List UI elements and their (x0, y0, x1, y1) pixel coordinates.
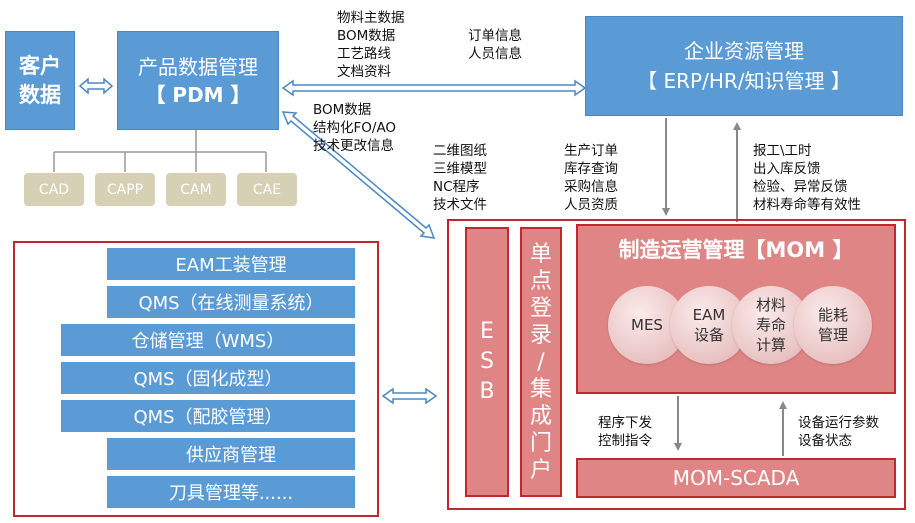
portal-char: 门 (529, 430, 552, 456)
portal-char: 录 (529, 322, 552, 348)
systems-list-frame (13, 241, 379, 517)
module-label: 材料 (755, 296, 786, 314)
system-item-tools: 刀具管理等...... (107, 476, 355, 508)
portal-char: 成 (529, 403, 552, 429)
module-label: 寿命 (755, 316, 786, 334)
sso-portal-bar: 单 点 登 录 / 集 成 门 户 (520, 227, 562, 497)
mom-box: 制造运营管理【MOM 】 MES EAM 设备 材料 寿命 计算 能耗 管理 (576, 224, 896, 394)
portal-char: 单 (529, 241, 552, 267)
pdm-box: 产品数据管理 【 PDM 】 (117, 31, 279, 130)
erp-subtitle: 【 ERP/HR/知识管理 】 (637, 69, 851, 93)
tool-capp: CAPP (95, 173, 155, 206)
customer-data-box: 客户 数据 (5, 31, 75, 130)
portal-char: 点 (529, 268, 552, 294)
portal-char: / (537, 349, 545, 375)
label-pdm-to-erp: 物料主数据 BOM数据 工艺路线 文档资料 (337, 10, 405, 80)
portal-char: 登 (529, 295, 552, 321)
label-erp-to-pdm: 订单信息 人员信息 (468, 28, 522, 62)
system-item-qms-measure: QMS（在线测量系统） (107, 286, 355, 318)
module-label: 计算 (755, 336, 786, 354)
pdm-title: 产品数据管理 (138, 54, 258, 79)
system-item-qms-glue: QMS（配胶管理） (61, 400, 355, 432)
portal-char: 集 (529, 376, 552, 402)
pdm-esb-arrow (281, 111, 436, 239)
list-esb-arrow (381, 387, 438, 405)
label-mom-to-scada: 程序下发 控制指令 (598, 415, 652, 449)
tool-cad: CAD (24, 173, 84, 206)
customer-line1: 客户 (19, 53, 61, 78)
tool-cae: CAE (237, 173, 297, 206)
system-item-supplier: 供应商管理 (107, 438, 355, 470)
system-item-wms: 仓储管理（WMS） (61, 324, 355, 356)
mom-scada-box: MOM-SCADA (576, 458, 896, 498)
module-label: 设备 (693, 326, 724, 344)
customer-pdm-arrow (78, 77, 114, 95)
pdm-subtitle: 【 PDM 】 (145, 82, 251, 107)
esb-char: B (479, 379, 495, 404)
module-label: 管理 (817, 326, 848, 344)
label-mom-to-erp: 报工\工时 出入库反馈 检验、异常反馈 材料寿命等有效性 (753, 143, 861, 213)
cad-tools-tree (53, 130, 267, 172)
pdm-erp-arrow (281, 79, 587, 97)
mom-title: 制造运营管理【MOM 】 (618, 238, 854, 262)
module-label: EAM (692, 306, 726, 324)
tool-cam: CAM (166, 173, 226, 206)
erp-title: 企业资源管理 (684, 39, 804, 63)
esb-char: E (480, 319, 494, 344)
portal-char: 户 (529, 457, 552, 483)
label-drawings: 二维图纸 三维模型 NC程序 技术文件 (433, 143, 487, 213)
label-scada-to-mom: 设备运行参数 设备状态 (798, 415, 879, 449)
label-pdm-to-esb: BOM数据 结构化FO/AO 技术更改信息 (313, 102, 397, 154)
system-item-qms-curing: QMS（固化成型） (61, 362, 355, 394)
label-erp-to-mom: 生产订单 库存查询 采购信息 人员资质 (564, 143, 618, 213)
system-item-eam: EAM工装管理 (107, 248, 355, 280)
module-label: 能耗 (817, 306, 848, 324)
module-mes: MES (608, 286, 686, 364)
esb-char: S (480, 349, 494, 374)
module-energy: 能耗 管理 (794, 286, 872, 364)
module-label: MES (631, 316, 663, 334)
customer-line2: 数据 (19, 82, 61, 107)
manufacturing-frame (447, 219, 906, 510)
erp-box: 企业资源管理 【 ERP/HR/知识管理 】 (585, 16, 903, 116)
esb-bar: E S B (465, 227, 509, 497)
